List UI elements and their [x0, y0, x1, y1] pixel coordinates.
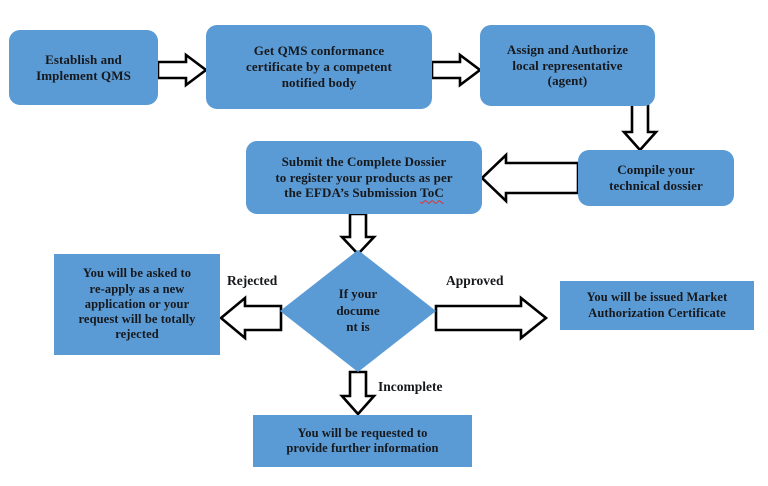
- node-local-representative[interactable]: Assign and Authorize local representativ…: [480, 25, 655, 106]
- node-approved-outcome-label: You will be issued Market Authorization …: [586, 290, 728, 320]
- arrow-dossier-to-submit: [480, 151, 580, 205]
- edge-label-incomplete: Incomplete: [378, 379, 443, 394]
- arrow-submit-to-decision: [338, 212, 378, 256]
- node-decision[interactable]: If your docume nt is: [280, 250, 436, 372]
- arrow-decision-to-rejected: [218, 295, 283, 341]
- arrow-certificate-to-representative: [430, 52, 483, 88]
- edge-label-approved: Approved: [446, 273, 504, 288]
- arrow-decision-to-approved: [434, 295, 549, 341]
- node-qms-certificate-label: Get QMS conformance certificate by a com…: [246, 43, 392, 90]
- arrow-decision-to-incomplete: [339, 370, 377, 416]
- node-establish-qms-label: Establish and Implement QMS: [36, 51, 131, 83]
- node-establish-qms[interactable]: Establish and Implement QMS: [9, 30, 158, 105]
- edge-label-rejected: Rejected: [227, 273, 278, 288]
- node-technical-dossier[interactable]: Compile your technical dossier: [578, 150, 734, 206]
- node-approved-outcome[interactable]: You will be issued Market Authorization …: [560, 281, 754, 330]
- node-submit-dossier-line3-flagged: ToC: [420, 185, 444, 201]
- arrow-representative-to-dossier: [621, 102, 659, 152]
- node-qms-certificate[interactable]: Get QMS conformance certificate by a com…: [206, 25, 432, 109]
- node-rejected-outcome-label: You will be asked to re-apply as a new a…: [78, 266, 196, 342]
- node-local-representative-label: Assign and Authorize local representativ…: [506, 41, 629, 89]
- node-submit-dossier-line2: to register your products as per: [275, 169, 453, 185]
- node-submit-dossier-line3-text: the EFDA’s Submission: [284, 185, 421, 201]
- arrow-establish-to-certificate: [156, 52, 209, 88]
- node-technical-dossier-label: Compile your technical dossier: [609, 162, 703, 193]
- node-incomplete-outcome[interactable]: You will be requested to provide further…: [253, 415, 472, 467]
- node-decision-label: If your docume nt is: [336, 285, 380, 335]
- node-rejected-outcome[interactable]: You will be asked to re-apply as a new a…: [54, 254, 220, 355]
- node-submit-dossier-line1: Submit the Complete Dossier: [281, 153, 447, 169]
- node-incomplete-outcome-label: You will be requested to provide further…: [286, 425, 439, 455]
